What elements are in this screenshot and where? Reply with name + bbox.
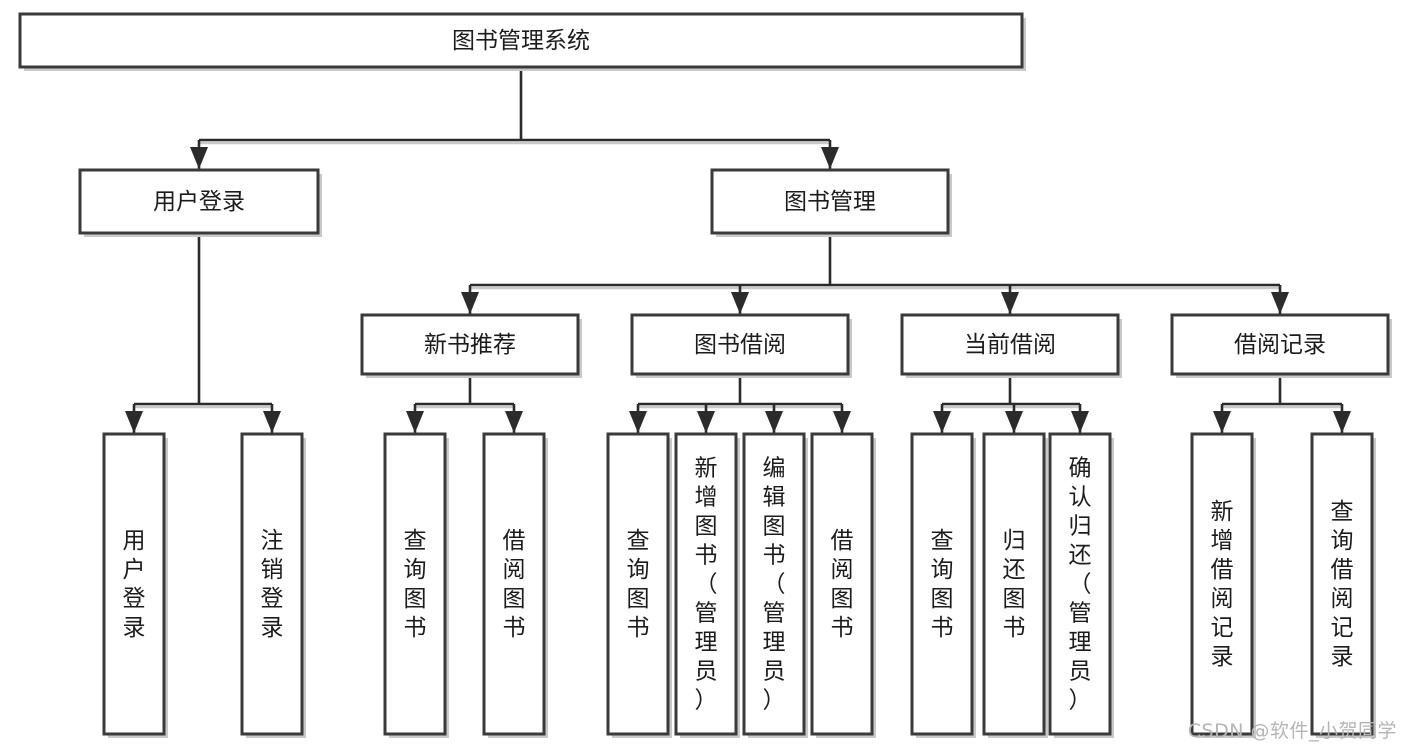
node-borrow-record[interactable]: 借阅记录 — [1170, 313, 1392, 378]
edge-arrowhead — [1001, 292, 1019, 314]
node-leaf-borrow-edit[interactable]: 编辑图书（管理员） — [742, 432, 808, 738]
node-rect — [630, 313, 850, 376]
watermark-text: CSDN @软件_小贺同学 — [1187, 720, 1397, 742]
edge-arrowhead — [125, 411, 143, 433]
node-rect — [1170, 313, 1390, 376]
node-label: 用户登录 — [153, 189, 245, 215]
node-rect — [910, 432, 974, 736]
node-rect — [78, 168, 320, 235]
edge-arrowhead — [833, 411, 851, 433]
node-book-borrow[interactable]: 图书借阅 — [630, 313, 852, 378]
node-leaf-borrow-add[interactable]: 新增图书（管理员） — [674, 432, 740, 738]
node-leaf-rec-add[interactable]: 新增借阅记录 — [1190, 432, 1256, 738]
node-label: 新增图书（管理员） — [695, 456, 718, 714]
node-label: 图书管理系统 — [452, 28, 590, 54]
node-label: 确认归还（管理员） — [1069, 456, 1092, 714]
node-rect — [18, 12, 1024, 69]
node-rect — [240, 432, 304, 736]
node-leaf-user-login[interactable]: 用户登录 — [102, 432, 168, 738]
node-new-book-rec[interactable]: 新书推荐 — [360, 313, 582, 378]
node-rect — [360, 313, 580, 376]
node-label: 注销登录 — [261, 528, 284, 641]
edge-arrowhead — [1271, 292, 1289, 314]
node-rect — [674, 432, 738, 736]
node-book-manage[interactable]: 图书管理 — [710, 168, 952, 237]
node-rect — [1190, 432, 1254, 736]
edge-arrowhead — [505, 411, 523, 433]
node-rect — [606, 432, 670, 736]
node-rect — [982, 432, 1046, 736]
node-label: 编辑图书（管理员） — [763, 456, 786, 714]
node-label: 新书推荐 — [424, 332, 516, 358]
edge-arrowhead — [1071, 411, 1089, 433]
node-rect — [742, 432, 806, 736]
node-leaf-borrow-lend[interactable]: 借阅图书 — [810, 432, 876, 738]
node-leaf-cur-confirm[interactable]: 确认归还（管理员） — [1048, 432, 1114, 738]
node-leaf-rec-borrow[interactable]: 借阅图书 — [482, 432, 548, 738]
edge-arrowhead — [406, 411, 424, 433]
node-label: 查询图书 — [627, 528, 650, 641]
edge-arrowhead — [731, 292, 749, 314]
node-label: 图书管理 — [784, 189, 876, 215]
node-leaf-cur-return[interactable]: 归还图书 — [982, 432, 1048, 738]
node-rect — [1310, 432, 1374, 736]
edge-arrowhead — [821, 147, 839, 169]
edge-arrowhead — [629, 411, 647, 433]
node-label: 归还图书 — [1003, 528, 1026, 641]
boxes-layer: 图书管理系统用户登录图书管理新书推荐图书借阅当前借阅借阅记录用户登录注销登录查询… — [18, 12, 1392, 738]
node-label: 借阅记录 — [1234, 332, 1326, 358]
node-leaf-rec-search[interactable]: 查询借阅记录 — [1310, 432, 1376, 738]
edge-arrowhead — [1213, 411, 1231, 433]
node-leaf-rec-query[interactable]: 查询图书 — [383, 432, 449, 738]
node-label: 查询借阅记录 — [1331, 499, 1354, 670]
edge-arrowhead — [933, 411, 951, 433]
node-label: 图书借阅 — [694, 332, 786, 358]
node-label: 借阅图书 — [831, 528, 854, 641]
node-rect — [710, 168, 950, 235]
node-rect — [900, 313, 1120, 376]
node-label: 新增借阅记录 — [1211, 499, 1234, 670]
connectors-layer — [125, 67, 1351, 433]
edge-arrowhead — [461, 292, 479, 314]
node-leaf-cur-query[interactable]: 查询图书 — [910, 432, 976, 738]
node-leaf-user-logout[interactable]: 注销登录 — [240, 432, 306, 738]
node-leaf-borrow-query[interactable]: 查询图书 — [606, 432, 672, 738]
node-rect — [1048, 432, 1112, 736]
node-label: 查询图书 — [931, 528, 954, 641]
node-label: 当前借阅 — [964, 332, 1056, 358]
node-rect — [102, 432, 166, 736]
edge-arrowhead — [765, 411, 783, 433]
edge-arrowhead — [1333, 411, 1351, 433]
edge-arrowhead — [1005, 411, 1023, 433]
node-label: 查询图书 — [404, 528, 427, 641]
node-current-borrow[interactable]: 当前借阅 — [900, 313, 1122, 378]
node-user-login[interactable]: 用户登录 — [78, 168, 322, 237]
node-label: 借阅图书 — [503, 528, 526, 641]
node-rect — [383, 432, 447, 736]
node-rect — [810, 432, 874, 736]
edge-arrowhead — [263, 411, 281, 433]
node-root[interactable]: 图书管理系统 — [18, 12, 1026, 71]
node-rect — [482, 432, 546, 736]
edge-arrowhead — [697, 411, 715, 433]
node-label: 用户登录 — [123, 528, 146, 641]
edge-arrowhead — [190, 147, 208, 169]
